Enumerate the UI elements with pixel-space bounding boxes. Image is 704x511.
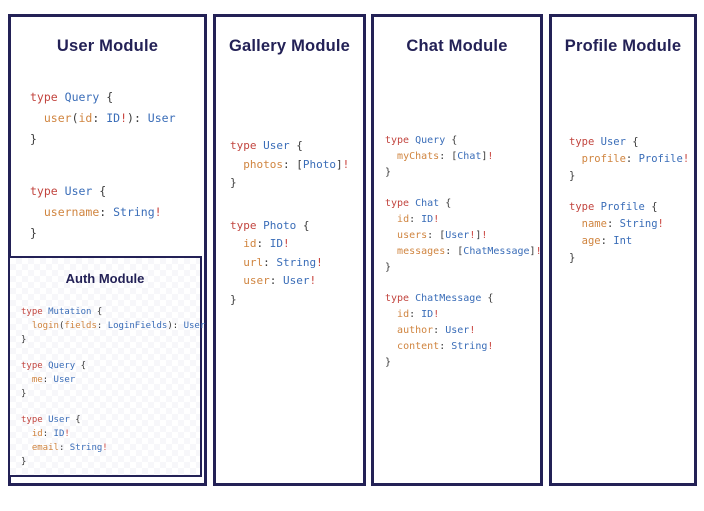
code-block: type Mutation { login(fields: LoginField… (21, 305, 205, 347)
code-line: profile: Profile! (581, 153, 690, 165)
code-line: type Profile { (569, 201, 658, 213)
code-line: } (569, 170, 576, 182)
code-block: type Profile { name: String! age: Int} (569, 199, 689, 267)
code-line: age: Int (581, 235, 633, 247)
code-auth-module: type Mutation { login(fields: LoginField… (21, 305, 205, 481)
code-block: type ChatMessage { id: ID! author: User!… (385, 291, 542, 371)
code-block: type Query { me: User} (21, 359, 205, 401)
panel-profile-module: Profile Module type User { profile: Prof… (549, 14, 697, 486)
code-line: } (385, 357, 392, 368)
code-line: } (230, 176, 237, 189)
code-profile-module: type User { profile: Profile!}type Profi… (569, 134, 689, 281)
code-line: id: ID! (243, 237, 290, 250)
code-line: } (21, 335, 27, 345)
code-line: myChats: [Chat]! (397, 151, 494, 162)
code-line: type Query { (30, 90, 114, 104)
code-line: photos: [Photo]! (243, 157, 350, 171)
code-line: type Chat { (385, 198, 452, 209)
code-block: type Photo { id: ID! url: String! user: … (230, 217, 349, 310)
code-line: type Mutation { (21, 307, 103, 317)
code-line: } (385, 167, 392, 178)
code-line: users: [User!]! (397, 230, 488, 241)
code-line: user: User! (243, 274, 317, 287)
code-line: } (21, 389, 27, 399)
code-line: url: String! (243, 255, 323, 269)
code-block: type User { username: String!} (30, 181, 176, 244)
code-line: type User { (30, 184, 107, 198)
code-block: type Query { myChats: [Chat]!} (385, 133, 542, 181)
code-block: type Chat { id: ID! users: [User!]! mess… (385, 196, 542, 276)
panel-title-chat: Chat Module (406, 37, 508, 55)
code-line: name: String! (581, 218, 664, 230)
code-line: messages: [ChatMessage]! (397, 246, 542, 257)
code-block: type User { id: ID! email: String!} (21, 413, 205, 469)
code-line: me: User (31, 375, 76, 385)
code-line: content: String! (397, 341, 494, 352)
panel-title-gallery: Gallery Module (228, 37, 351, 55)
code-user-module: type Query { user(id: ID!): User}type Us… (30, 87, 176, 275)
code-line: type User { (21, 415, 81, 425)
code-line: user(id: ID!): User (43, 111, 176, 125)
code-line: id: ID! (397, 214, 440, 225)
code-line: } (569, 252, 576, 264)
code-line: id: ID! (397, 309, 440, 320)
code-line: } (30, 226, 37, 240)
code-line: login(fields: LoginFields): User (31, 321, 206, 331)
code-gallery-module: type User { photos: [Photo]!}type Photo … (230, 137, 349, 333)
code-block: type Query { user(id: ID!): User} (30, 87, 176, 150)
panel-title-auth: Auth Module (65, 271, 145, 286)
code-line: username: String! (43, 205, 162, 219)
code-chat-module: type Query { myChats: [Chat]!}type Chat … (385, 133, 542, 386)
code-line: } (385, 262, 392, 273)
panel-title-user: User Module (56, 37, 159, 55)
code-line: type Query { (21, 361, 87, 371)
code-line: id: ID! (31, 429, 70, 439)
panel-chat-module: Chat Module type Query { myChats: [Chat]… (371, 14, 543, 486)
code-line: } (230, 292, 237, 306)
code-line: } (30, 132, 37, 146)
panel-user-module: User Module type Query { user(id: ID!): … (8, 14, 207, 486)
panel-gallery-module: Gallery Module type User { photos: [Phot… (213, 14, 366, 486)
panel-title-profile: Profile Module (564, 37, 682, 55)
code-line: type Query { (385, 135, 458, 146)
code-line: type Photo { (230, 218, 310, 232)
panel-auth-module: Auth Module type Mutation { login(fields… (8, 256, 205, 477)
code-block: type User { photos: [Photo]!} (230, 137, 349, 193)
code-line: } (21, 457, 27, 467)
code-line: type ChatMessage { (385, 293, 494, 304)
code-block: type User { profile: Profile!} (569, 134, 689, 185)
code-line: type User { (569, 136, 639, 148)
code-line: author: User! (397, 325, 476, 336)
code-line: email: String! (31, 443, 108, 453)
code-line: type User { (230, 139, 303, 152)
